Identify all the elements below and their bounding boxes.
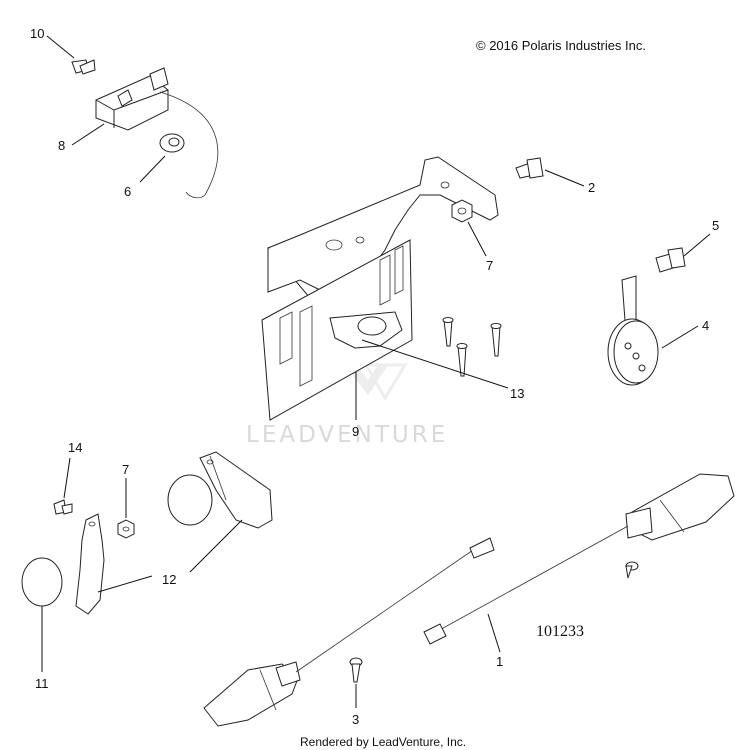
- part-8-module[interactable]: [95, 67, 219, 199]
- callout-10: 10: [30, 26, 44, 41]
- part-3-screw[interactable]: [349, 657, 363, 683]
- callout-2: 2: [588, 180, 595, 195]
- part-2-bolt[interactable]: [515, 157, 544, 179]
- callout-7-lower: 7: [122, 462, 129, 477]
- part-4-horn[interactable]: [607, 275, 659, 386]
- watermark-text: LEADVENTURE: [246, 422, 448, 448]
- part-7-nut-lower[interactable]: [117, 519, 135, 539]
- part-14-bolt[interactable]: [53, 499, 73, 515]
- callout-4: 4: [702, 318, 709, 333]
- part-1-turn-signals[interactable]: [203, 473, 735, 727]
- part-7-nut-upper[interactable]: [451, 199, 473, 223]
- part-10-bolt[interactable]: [71, 59, 96, 75]
- callout-7-upper: 7: [486, 258, 493, 273]
- callout-14: 14: [68, 440, 82, 455]
- diagram-number: 101233: [536, 623, 584, 640]
- callout-11: 11: [35, 676, 49, 691]
- reflector-upper[interactable]: [167, 474, 213, 526]
- part-5-bolt[interactable]: [655, 247, 686, 273]
- part-13-screws[interactable]: [442, 317, 502, 377]
- callout-8: 8: [58, 138, 65, 153]
- callout-5: 5: [712, 218, 719, 233]
- callout-6: 6: [124, 184, 131, 199]
- part-6-grommet[interactable]: [159, 133, 185, 153]
- callout-9: 9: [352, 424, 359, 439]
- callout-1: 1: [496, 654, 503, 669]
- part-12-reflector-brackets[interactable]: [75, 451, 273, 615]
- callout-3: 3: [352, 712, 359, 727]
- callout-13: 13: [510, 386, 524, 401]
- footer-credit: Rendered by LeadVenture, Inc.: [300, 735, 466, 749]
- callout-12: 12: [162, 572, 176, 587]
- copyright-text: © 2016 Polaris Industries Inc.: [476, 38, 646, 53]
- part-9-bracket[interactable]: [261, 156, 499, 421]
- part-11-reflector[interactable]: [21, 557, 63, 607]
- signal-screw-right[interactable]: [625, 561, 639, 579]
